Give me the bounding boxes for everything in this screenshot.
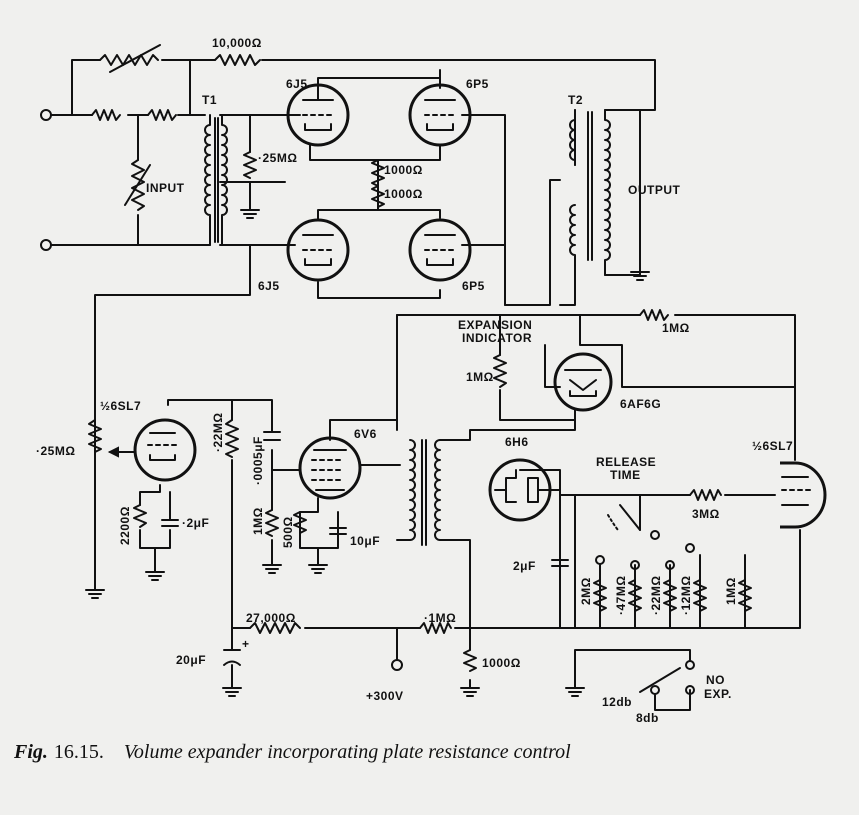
label-switch-exp: EXP. [704, 687, 732, 701]
label-r-t4: ·12MΩ [679, 576, 693, 615]
depth-switch [639, 660, 695, 695]
label-r-1000: 1000Ω [482, 656, 521, 670]
label-indicator: INDICATOR [462, 331, 532, 345]
caption-text: Volume expander incorporating plate resi… [123, 741, 571, 763]
resistors [88, 44, 752, 672]
label-r-ind: 1MΩ [466, 370, 494, 384]
label-tube-6p5-upper: 6P5 [466, 77, 489, 91]
label-t2: T2 [568, 93, 583, 107]
terminals [40, 109, 403, 671]
transformer-t2 [569, 109, 611, 276]
label-tube-6sl7-left: ½6SL7 [100, 399, 141, 413]
label-r-27000: 27,000Ω [246, 611, 296, 625]
label-expansion: EXPANSION [458, 318, 532, 332]
release-switch [595, 504, 695, 570]
figure-caption: Fig.16.15. Volume expander incorporating … [14, 741, 571, 764]
tube-6j5-lower [286, 218, 350, 282]
tube-6h6 [488, 458, 561, 522]
transformer-t1 [204, 114, 228, 246]
label-c-10uf: 10μF [350, 534, 380, 548]
transformer-t3 [409, 439, 441, 546]
label-supply: +300V [366, 689, 404, 703]
label-c-2uf: 2μF [513, 559, 536, 573]
label-r-3meg: 3MΩ [692, 507, 720, 521]
label-r-t3: ·22MΩ [649, 576, 663, 615]
label-r-grid2: 1MΩ [251, 507, 265, 535]
label-tube-6h6: 6H6 [505, 435, 529, 449]
ground-symbols [85, 209, 650, 697]
label-c-20uf: 20μF [176, 653, 206, 667]
label-r-grid: ·25MΩ [258, 151, 297, 165]
label-c-0005: ·0005μF [251, 436, 265, 485]
schematic-diagram: 6J5 6P5 6J5 6P5 6V6 6H6 6AF6G ½6SL7 ½6SL… [36, 36, 827, 725]
label-r-cath: 2200Ω [118, 506, 132, 545]
tube-6p5-lower [408, 218, 472, 282]
label-r-bal2: 1000Ω [384, 187, 423, 201]
label-switch-12db: 12db [602, 695, 632, 709]
capacitors [161, 431, 569, 666]
label-t1: T1 [202, 93, 217, 107]
tube-6af6g [553, 352, 613, 412]
label-c-2uf-small: ·2μF [182, 516, 209, 530]
label-r-10000: 10,000Ω [212, 36, 262, 50]
label-tube-6p5-lower: 6P5 [462, 279, 485, 293]
label-r-t1: 2MΩ [579, 577, 593, 605]
label-release: RELEASE [596, 455, 656, 469]
caption-number: 16.15. [53, 741, 104, 763]
label-tube-6v6: 6V6 [354, 427, 377, 441]
label-switch-8db: 8db [636, 711, 659, 725]
tube-6sl7-right [780, 461, 827, 529]
wiring [51, 59, 801, 711]
label-switch-no: NO [706, 673, 725, 687]
tube-6v6 [298, 436, 362, 500]
label-tube-6af6g: 6AF6G [620, 397, 661, 411]
label-r-cath2: 500Ω [281, 516, 295, 548]
component-labels: 6J5 6P5 6J5 6P5 6V6 6H6 6AF6G ½6SL7 ½6SL… [36, 36, 793, 725]
label-output: OUTPUT [628, 183, 681, 197]
label-tube-6sl7-right: ½6SL7 [752, 439, 793, 453]
label-tube-6j5-lower: 6J5 [258, 279, 280, 293]
label-r-1meg: ·1MΩ [424, 611, 456, 625]
label-r-t5: 1MΩ [724, 577, 738, 605]
label-input: INPUT [146, 181, 185, 195]
label-r-bal1: 1000Ω [384, 163, 423, 177]
label-time: TIME [610, 468, 641, 482]
label-r-pot: ·25MΩ [36, 444, 75, 458]
label-r-t2: ·47MΩ [614, 576, 628, 615]
label-tube-6j5-upper: 6J5 [286, 77, 308, 91]
tube-6p5-upper [408, 83, 472, 147]
label-r-ind-plate: 1MΩ [662, 321, 690, 335]
tube-6j5-upper [286, 83, 350, 147]
caption-fig: Fig. [14, 741, 48, 763]
tube-6sl7-left [133, 418, 197, 482]
label-plus: + [242, 637, 250, 651]
label-r-plate: ·22MΩ [211, 413, 225, 452]
